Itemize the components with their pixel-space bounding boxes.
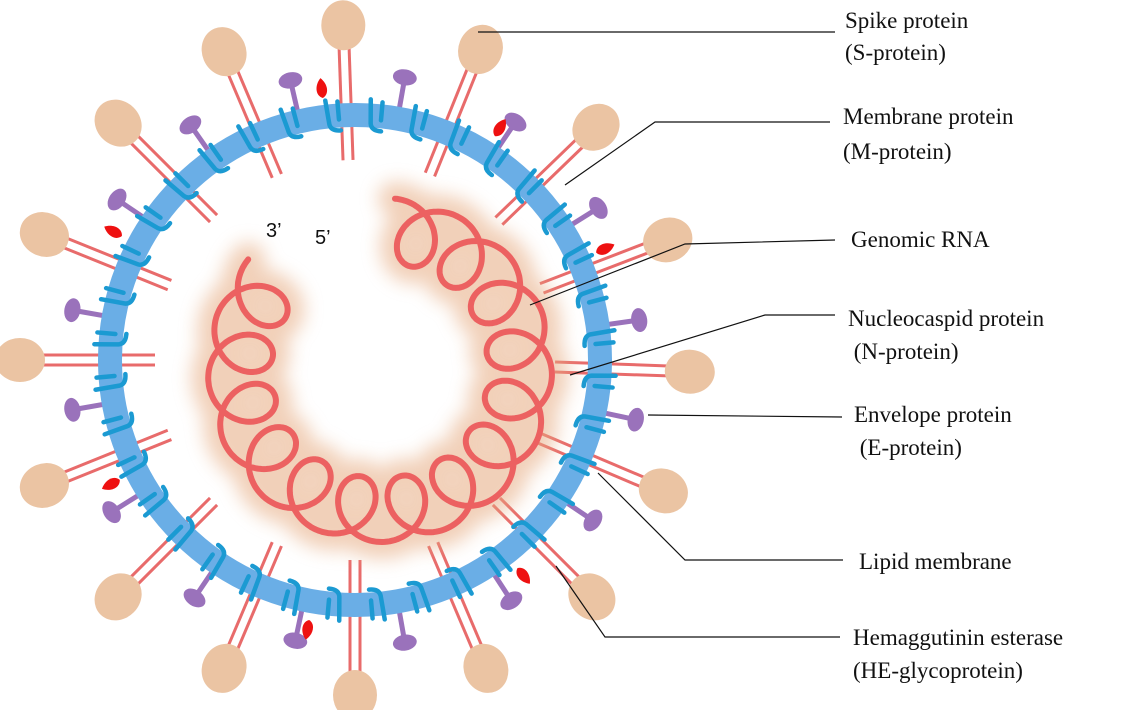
spike-head — [85, 90, 151, 156]
spike-head — [333, 670, 377, 710]
genomic-rna — [208, 199, 552, 542]
e-protein-head — [98, 498, 124, 527]
spike-protein-label: Spike protein (S-protein) — [845, 8, 974, 65]
e-protein-head — [585, 193, 611, 222]
spike-head — [456, 637, 516, 700]
e-protein-head — [625, 406, 646, 433]
e-protein-head — [392, 633, 418, 653]
spike-head — [194, 20, 254, 83]
spike-stalk — [555, 362, 672, 366]
genomic-rna-label: Genomic RNA — [851, 227, 990, 252]
envelope-leader-line — [648, 415, 842, 417]
rna-3prime-label: 3’ — [266, 220, 282, 242]
e-protein-head — [62, 297, 82, 323]
spike-head — [13, 456, 76, 516]
he-glycoprotein — [513, 565, 534, 587]
e-protein-head — [277, 70, 304, 91]
spike-head — [632, 461, 695, 521]
spike-head — [0, 338, 45, 382]
spike-head — [664, 349, 716, 395]
e-protein-head — [104, 185, 131, 214]
spike-head — [13, 205, 76, 265]
lipid-membrane-label: Lipid membrane — [859, 549, 1012, 574]
he-glycoprotein — [315, 77, 328, 98]
membrane-protein-label: Membrane protein (M-protein) — [843, 104, 1019, 164]
envelope-protein-label: Envelope protein (E-protein) — [854, 402, 1018, 460]
spike-head — [194, 637, 254, 700]
spike-stalk — [349, 43, 353, 160]
rna-5prime-label: 5’ — [315, 227, 331, 249]
spike-head — [637, 210, 699, 269]
e-protein-head — [62, 397, 82, 423]
he-glycoprotein — [102, 222, 125, 241]
e-protein-head — [630, 307, 649, 333]
spike-head — [559, 564, 625, 630]
e-protein-head — [392, 67, 418, 87]
e-protein-head — [580, 506, 607, 535]
spike-head — [85, 564, 151, 630]
he-glycoprotein-label: Hemaggutinin esterase (HE-glycoprotein) — [853, 625, 1069, 683]
spike-head — [563, 94, 630, 160]
lipid-leader-line — [598, 473, 843, 560]
e-protein-head — [176, 111, 205, 138]
nucleocapsid-protein-label: Nucleocaspid protein (N-protein) — [848, 306, 1050, 364]
spike-head — [320, 0, 366, 51]
spike-head — [451, 18, 511, 81]
e-protein-head — [180, 585, 209, 612]
he-glycoprotein — [100, 475, 123, 493]
e-protein-head — [497, 587, 526, 613]
